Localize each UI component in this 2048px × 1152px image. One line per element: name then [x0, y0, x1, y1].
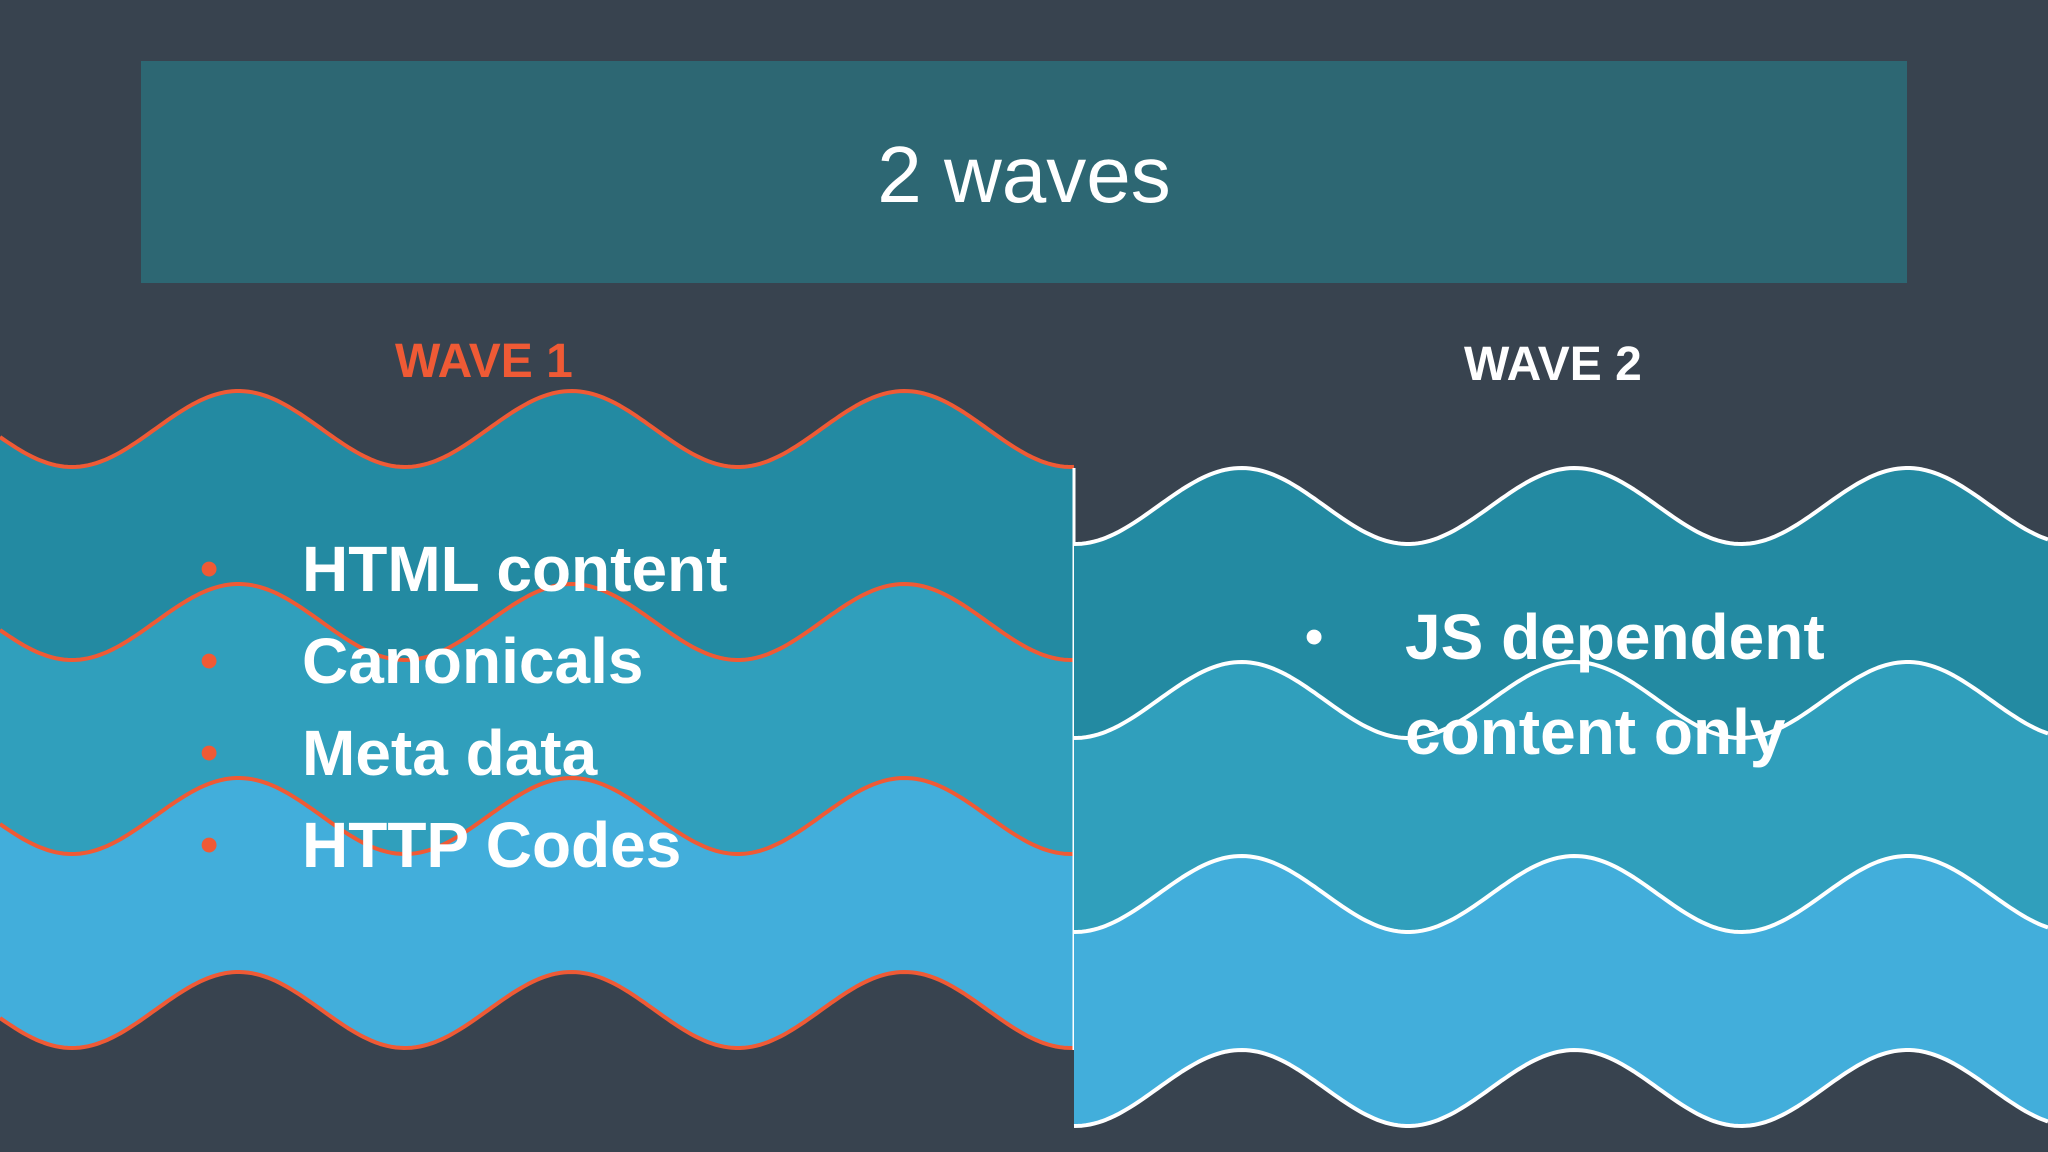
- list-item-label: HTTP Codes: [302, 809, 682, 881]
- list-item: • Meta data: [200, 707, 727, 799]
- wave1-wave-line-3: [0, 776, 1075, 856]
- wave1-wave-line-1: [0, 389, 1075, 469]
- title-bar: 2 waves: [141, 61, 1907, 283]
- wave2-band-1: [1074, 468, 2048, 738]
- list-item-label: HTML content: [302, 533, 728, 605]
- wave1-wave-line-2: [0, 582, 1075, 662]
- wave2-wave-line-3: [1073, 854, 2048, 934]
- wave1-bullet-list: • HTML content • Canonicals • Meta data • HT…: [200, 523, 727, 891]
- wave1-band-group: [0, 389, 1075, 1050]
- bullet-icon: •: [200, 632, 219, 690]
- list-item-label: JS dependent content only: [1405, 601, 1825, 768]
- bullet-icon: •: [200, 724, 219, 782]
- wave2-band-group: [1072, 466, 2048, 1128]
- bullet-icon: •: [1305, 608, 1324, 666]
- wave2-heading: WAVE 2: [1464, 338, 1642, 391]
- wave2-band-3: [1074, 856, 2048, 1126]
- list-item: • HTTP Codes: [200, 799, 727, 891]
- list-item-label: Meta data: [302, 717, 598, 789]
- list-item-label: Canonicals: [302, 625, 644, 697]
- list-item: • Canonicals: [200, 615, 727, 707]
- wave2-wave-line-2: [1073, 660, 2048, 740]
- wave1-wave-line-4: [0, 970, 1075, 1050]
- wave2-band-2: [1074, 662, 2048, 932]
- wave2-bullet-list: • JS dependent content only: [1305, 590, 1865, 780]
- wave1-band-2: [0, 584, 1074, 854]
- list-item: • JS dependent content only: [1305, 590, 1865, 780]
- bullet-icon: •: [200, 540, 219, 598]
- slide-title: 2 waves: [877, 130, 1171, 219]
- list-item: • HTML content: [200, 523, 727, 615]
- bullet-icon: •: [200, 816, 219, 874]
- wave1-heading: WAVE 1: [395, 335, 573, 388]
- wave1-band-3: [0, 778, 1074, 1048]
- wave1-band-1: [0, 391, 1074, 660]
- wave2-wave-line-4: [1073, 1048, 2048, 1128]
- wave2-wave-line-1: [1073, 466, 2048, 546]
